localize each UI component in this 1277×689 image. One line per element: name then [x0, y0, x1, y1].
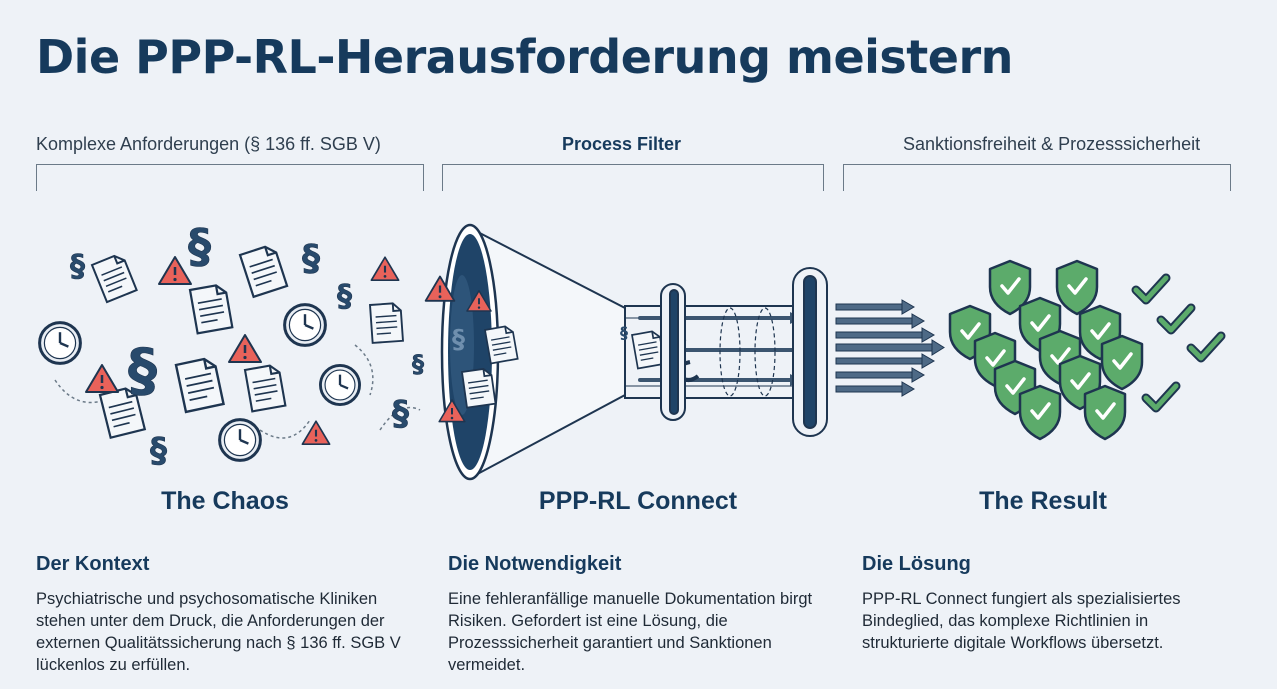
process-funnel: § §: [424, 223, 945, 481]
subheading-notwendigkeit: Die Notwendigkeit: [448, 553, 622, 575]
bracket-result: [843, 164, 1231, 191]
paragraph-icon: §: [452, 325, 465, 355]
paragraph-icon: §: [188, 219, 211, 273]
subheading-kontext: Der Kontext: [36, 553, 150, 575]
heading-result: The Result: [979, 487, 1107, 515]
paragraph-icon: §: [150, 431, 167, 471]
paragraph-icon: §: [128, 336, 157, 404]
result-shields: [948, 259, 1221, 441]
text-notwendigkeit: Eine fehleranfällige manuelle Dokumentat…: [448, 590, 813, 674]
stage-label-requirements: Komplexe Anforderungen (§ 136 ff. SGB V): [36, 134, 381, 154]
stage-label-process-filter: Process Filter: [562, 134, 682, 154]
bracket-chaos: [36, 164, 424, 191]
text-loesung: PPP-RL Connect fungiert als spezialisier…: [862, 590, 1181, 652]
page-title: Die PPP-RL-Herausforderung meistern: [36, 30, 1013, 84]
paragraph-icon: §: [337, 279, 352, 314]
paragraph-icon: §: [302, 238, 320, 279]
paragraph-icon: §: [392, 394, 409, 434]
bracket-process: [442, 164, 824, 191]
heading-chaos: The Chaos: [161, 487, 289, 515]
subheading-loesung: Die Lösung: [862, 553, 971, 575]
paragraph-icon: §: [70, 249, 85, 284]
chaos-cluster: § § § § § § § §: [38, 219, 424, 471]
text-kontext: Psychiatrische und psychosomatische Klin…: [36, 590, 401, 674]
stage-label-result: Sanktionsfreiheit & Prozesssicherheit: [903, 134, 1201, 154]
paragraph-icon: §: [620, 323, 628, 342]
heading-ppp-rl-connect: PPP-RL Connect: [538, 487, 738, 515]
paragraph-icon: §: [412, 350, 424, 378]
